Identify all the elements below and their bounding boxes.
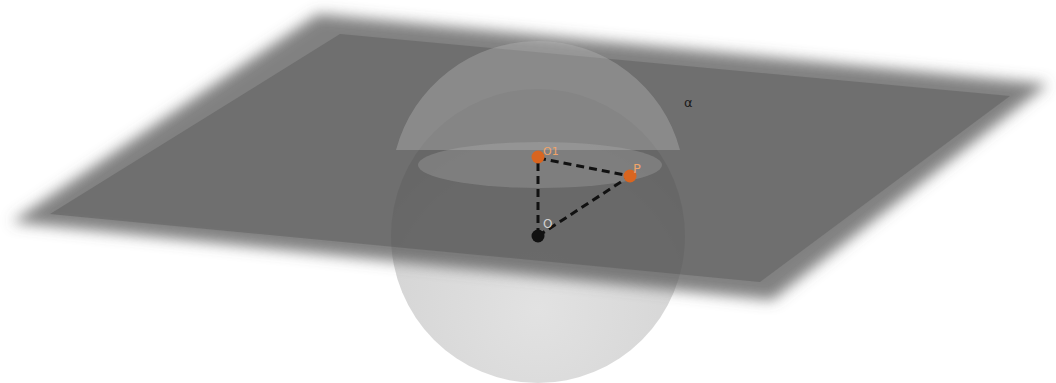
point-label: O <box>543 218 552 230</box>
segment-o1p <box>538 158 630 176</box>
point-label: P <box>633 162 641 175</box>
sphere-cap <box>396 41 680 150</box>
point-o <box>532 230 545 243</box>
point-o1 <box>532 151 545 164</box>
segment-op <box>538 176 630 236</box>
plane-label: α <box>684 96 693 109</box>
plane-core <box>50 34 1010 282</box>
segment-oo1 <box>537 158 540 236</box>
plane-alpha <box>12 14 1048 300</box>
point-label: O1 <box>543 146 559 157</box>
